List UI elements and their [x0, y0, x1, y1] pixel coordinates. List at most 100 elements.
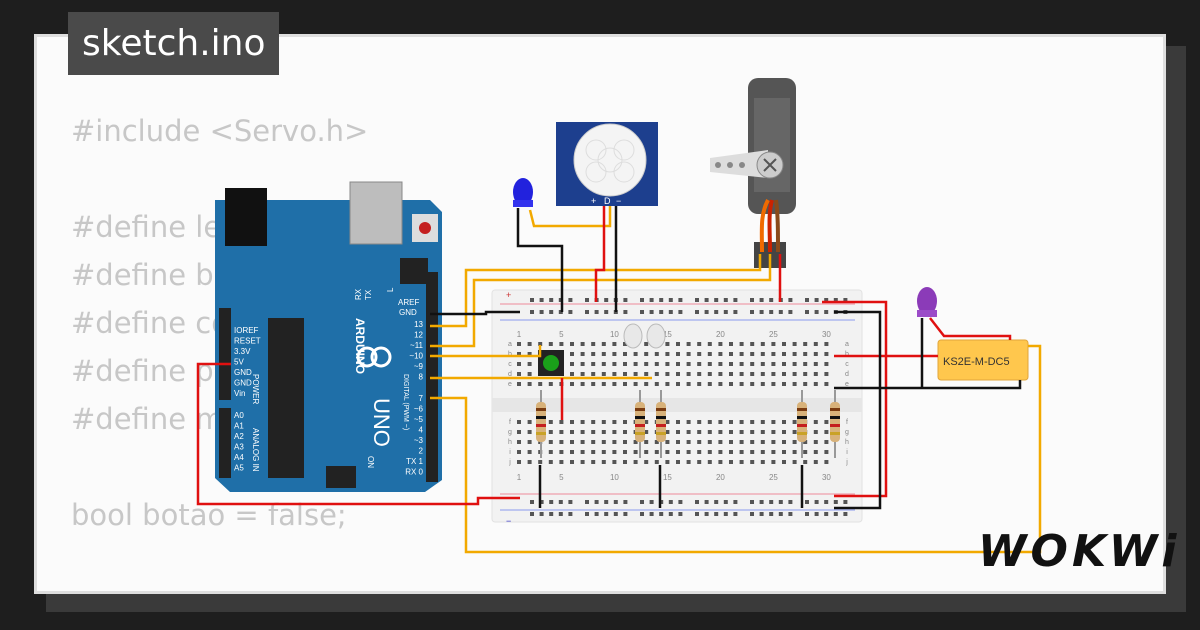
breadboard-hole[interactable]	[591, 362, 596, 366]
breadboard-hole[interactable]	[612, 430, 617, 434]
breadboard-hole[interactable]	[824, 342, 829, 346]
purple-led[interactable]	[917, 287, 937, 317]
breadboard-hole[interactable]	[668, 500, 673, 504]
breadboard-hole[interactable]	[676, 440, 680, 444]
breadboard-hole[interactable]	[517, 420, 521, 424]
breadboard-hole[interactable]	[729, 352, 733, 356]
breadboard-hole[interactable]	[527, 382, 532, 386]
breadboard-hole[interactable]	[601, 352, 606, 356]
breadboard-hole[interactable]	[792, 420, 797, 424]
breadboard-hole[interactable]	[676, 342, 680, 346]
breadboard-hole[interactable]	[654, 460, 659, 464]
breadboard-hole[interactable]	[813, 352, 818, 356]
breadboard-hole[interactable]	[824, 450, 829, 454]
breadboard-hole[interactable]	[843, 512, 848, 516]
breadboard-hole[interactable]	[665, 440, 670, 444]
breadboard-hole[interactable]	[570, 372, 574, 376]
breadboard-hole[interactable]	[678, 512, 683, 516]
breadboard-hole[interactable]	[723, 310, 728, 314]
breadboard-hole[interactable]	[750, 352, 755, 356]
breadboard-hole[interactable]	[601, 450, 606, 454]
breadboard-hole[interactable]	[824, 310, 829, 314]
breadboard-hole[interactable]	[570, 382, 574, 386]
breadboard-hole[interactable]	[668, 310, 673, 314]
breadboard-hole[interactable]	[548, 450, 553, 454]
breadboard-hole[interactable]	[759, 298, 764, 302]
breadboard-hole[interactable]	[568, 500, 573, 504]
breadboard-hole[interactable]	[549, 512, 554, 516]
breadboard-hole[interactable]	[778, 310, 783, 314]
breadboard-hole[interactable]	[718, 440, 723, 444]
breadboard-hole[interactable]	[665, 450, 670, 454]
breadboard-hole[interactable]	[640, 512, 644, 516]
breadboard-hole[interactable]	[676, 420, 680, 424]
breadboard-hole[interactable]	[771, 460, 776, 464]
breadboard-hole[interactable]	[530, 298, 534, 302]
breadboard-hole[interactable]	[678, 298, 683, 302]
breadboard-hole[interactable]	[559, 420, 564, 424]
breadboard-hole[interactable]	[813, 440, 818, 444]
breadboard-hole[interactable]	[517, 460, 521, 464]
breadboard-hole[interactable]	[623, 298, 628, 302]
sketch-tab[interactable]: sketch.ino	[68, 12, 280, 75]
breadboard-hole[interactable]	[750, 298, 754, 302]
breadboard-hole[interactable]	[697, 382, 702, 386]
breadboard-hole[interactable]	[729, 460, 733, 464]
breadboard-hole[interactable]	[788, 500, 793, 504]
breadboard-hole[interactable]	[782, 352, 786, 356]
breadboard-hole[interactable]	[813, 342, 818, 346]
breadboard-hole[interactable]	[824, 440, 829, 444]
breadboard-hole[interactable]	[824, 512, 829, 516]
breadboard-hole[interactable]	[718, 342, 723, 346]
breadboard-hole[interactable]	[824, 372, 829, 376]
breadboard-hole[interactable]	[707, 420, 712, 424]
breadboard-hole[interactable]	[623, 440, 627, 444]
breadboard-hole[interactable]	[739, 420, 744, 424]
breadboard-hole[interactable]	[591, 450, 596, 454]
breadboard-hole[interactable]	[623, 450, 627, 454]
breadboard-hole[interactable]	[704, 500, 709, 504]
breadboard-hole[interactable]	[792, 362, 797, 366]
breadboard-hole[interactable]	[530, 310, 534, 314]
breadboard-hole[interactable]	[782, 450, 786, 454]
breadboard-hole[interactable]	[782, 362, 786, 366]
breadboard-hole[interactable]	[665, 382, 670, 386]
breadboard-hole[interactable]	[601, 382, 606, 386]
breadboard-hole[interactable]	[813, 430, 818, 434]
breadboard-hole[interactable]	[750, 342, 755, 346]
breadboard-hole[interactable]	[570, 362, 574, 366]
breadboard-hole[interactable]	[771, 372, 776, 376]
breadboard-hole[interactable]	[580, 440, 585, 444]
breadboard-hole[interactable]	[623, 512, 628, 516]
breadboard-hole[interactable]	[769, 310, 774, 314]
breadboard-hole[interactable]	[718, 450, 723, 454]
pushbutton[interactable]	[538, 350, 564, 376]
breadboard-hole[interactable]	[601, 372, 606, 376]
breadboard-hole[interactable]	[623, 382, 627, 386]
breadboard-hole[interactable]	[686, 382, 691, 386]
breadboard-hole[interactable]	[778, 512, 783, 516]
breadboard-hole[interactable]	[739, 450, 744, 454]
relay-module[interactable]: KS2E-M-DC5	[937, 339, 1029, 381]
breadboard-hole[interactable]	[760, 450, 765, 454]
breadboard-hole[interactable]	[623, 352, 627, 356]
breadboard-hole[interactable]	[527, 352, 532, 356]
breadboard-hole[interactable]	[686, 430, 691, 434]
resistor[interactable]	[656, 390, 666, 458]
breadboard-hole[interactable]	[824, 430, 829, 434]
breadboard-hole[interactable]	[792, 460, 797, 464]
breadboard-hole[interactable]	[805, 310, 809, 314]
breadboard-hole[interactable]	[568, 298, 573, 302]
breadboard-hole[interactable]	[559, 342, 564, 346]
breadboard-hole[interactable]	[760, 430, 765, 434]
breadboard-hole[interactable]	[665, 460, 670, 464]
breadboard-hole[interactable]	[704, 310, 709, 314]
breadboard-hole[interactable]	[559, 460, 564, 464]
breadboard-hole[interactable]	[548, 460, 553, 464]
breadboard-hole[interactable]	[538, 382, 543, 386]
breadboard-hole[interactable]	[778, 500, 783, 504]
breadboard-hole[interactable]	[665, 352, 670, 356]
breadboard-hole[interactable]	[594, 500, 599, 504]
breadboard-hole[interactable]	[676, 352, 680, 356]
breadboard-hole[interactable]	[580, 382, 585, 386]
